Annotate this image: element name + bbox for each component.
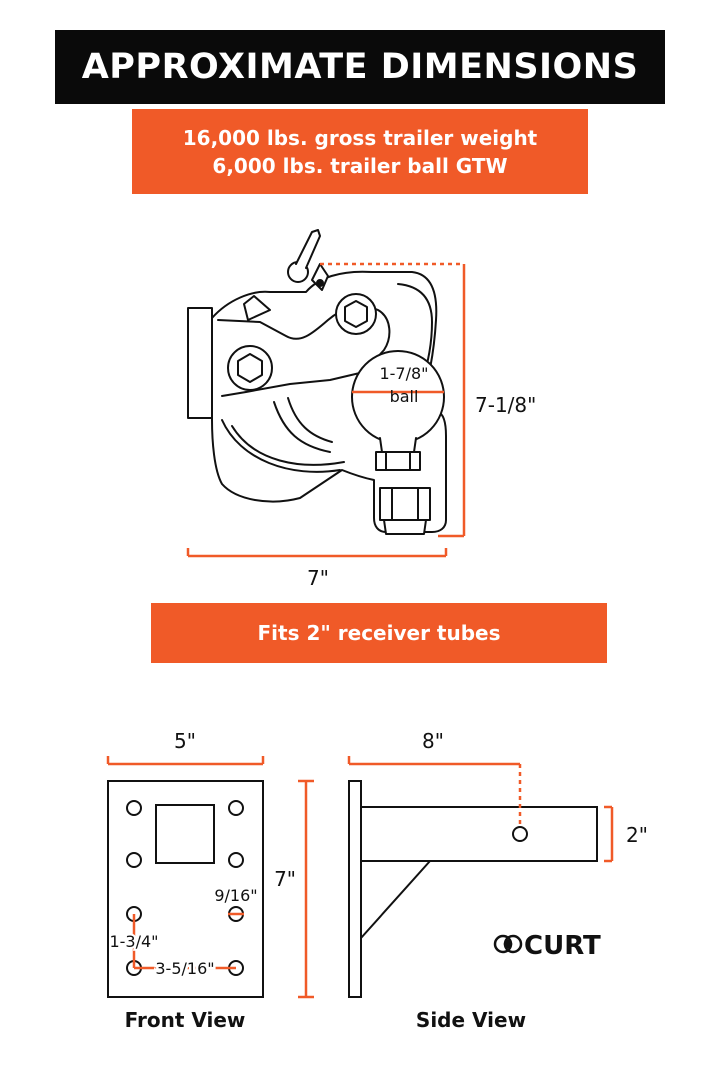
fits-banner: Fits 2" receiver tubes: [151, 603, 607, 663]
curt-logo-text: CURT: [524, 931, 601, 961]
page-title: APPROXIMATE DIMENSIONS: [81, 47, 639, 87]
gross-trailer-weight: 16,000 lbs. gross trailer weight: [182, 125, 538, 150]
hitch-width-dimension: [186, 548, 448, 558]
rating-box: 16,000 lbs. gross trailer weight 6,000 l…: [132, 109, 588, 194]
hole-diameter-label: 9/16": [214, 886, 257, 905]
front-width-dimension: [106, 756, 265, 766]
pintle-hitch-drawing: [187, 229, 447, 535]
curt-logo: CURT: [493, 931, 601, 961]
front-height-dimension: [298, 779, 314, 999]
curt-logo-icon: [493, 934, 523, 954]
hitch-height-label: 7-1/8": [475, 393, 536, 417]
shank-height-label: 2": [626, 823, 648, 847]
hitch-height-dimension: [320, 262, 466, 538]
shank-height-dimension: [604, 805, 614, 863]
side-view-label: Side View: [416, 1008, 526, 1032]
side-view-drawing: [348, 780, 598, 998]
side-length-dimension: [347, 756, 522, 826]
hitch-width-label: 7": [307, 566, 329, 590]
hole-vertical-spacing-label: 1-3/4": [109, 932, 158, 951]
hole-horizontal-spacing-label: 3-5/16": [155, 959, 214, 978]
front-width-label: 5": [174, 729, 196, 753]
fits-text: Fits 2" receiver tubes: [257, 621, 501, 645]
title-bar: APPROXIMATE DIMENSIONS: [55, 30, 665, 104]
front-view-label: Front View: [125, 1008, 246, 1032]
front-height-label: 7": [274, 867, 296, 891]
side-length-label: 8": [422, 729, 444, 753]
ball-word-label: ball: [390, 387, 419, 406]
ball-size-label: 1-7/8": [379, 364, 428, 383]
ball-gtw: 6,000 lbs. trailer ball GTW: [212, 153, 508, 178]
